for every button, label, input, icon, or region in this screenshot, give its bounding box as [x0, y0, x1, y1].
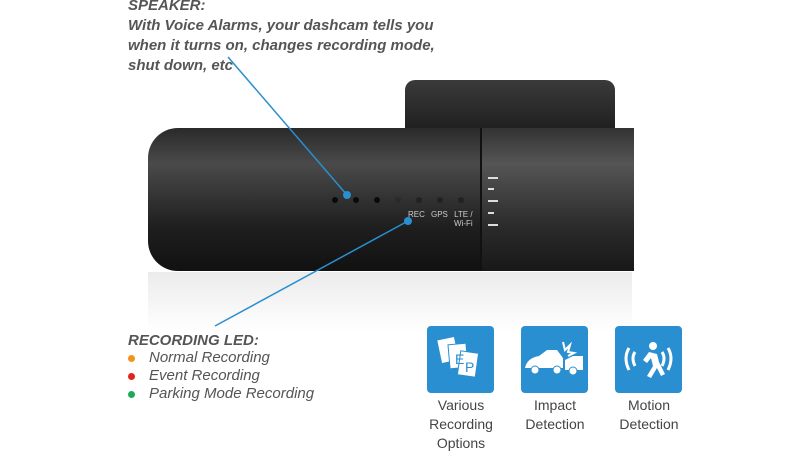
recording-led-title: RECORDING LED:	[128, 332, 259, 349]
impact-detection-icon	[521, 326, 588, 393]
motion-detection-icon	[615, 326, 682, 393]
dashcam-lens-cap	[480, 128, 634, 271]
speaker-line: when it turns on, changes recording mode…	[128, 37, 435, 54]
led-gps	[416, 197, 422, 203]
orange-dot-icon	[128, 354, 135, 362]
speaker-line: With Voice Alarms, your dashcam tells yo…	[128, 17, 434, 34]
wifi-label: Wi-Fi	[454, 219, 473, 228]
speaker-callout: SPEAKER: With Voice Alarms, your dashcam…	[128, 0, 435, 76]
reflection	[148, 272, 632, 332]
red-dot-icon	[128, 372, 135, 380]
label-line: Detection	[525, 416, 585, 432]
legend-normal: Normal Recording	[128, 349, 270, 366]
cap-tick	[488, 188, 494, 190]
dashcam-body	[148, 128, 482, 271]
svg-text:E: E	[455, 351, 464, 367]
lte-label: LTE /	[454, 210, 473, 219]
led-pointer-dot	[404, 217, 412, 225]
led-rec	[395, 197, 401, 203]
speaker-title: SPEAKER:	[128, 0, 206, 14]
legend-label: Parking Mode Recording	[149, 385, 315, 402]
speaker-pointer-dot	[343, 191, 351, 199]
legend-event: Event Recording	[128, 367, 260, 384]
legend-label: Normal Recording	[149, 349, 270, 366]
led-wifi	[458, 197, 464, 203]
legend-parking: Parking Mode Recording	[128, 385, 314, 402]
lte-wifi-label: LTE /Wi-Fi	[454, 210, 473, 228]
cap-tick	[488, 200, 498, 202]
green-dot-icon	[128, 390, 135, 398]
cap-tick	[488, 177, 498, 179]
speaker-line: shut down, etc	[128, 57, 233, 74]
cap-tick	[488, 224, 498, 226]
speaker-hole	[353, 197, 359, 203]
label-line: Various	[437, 397, 485, 413]
label-line: Motion	[627, 397, 671, 413]
speaker-pointer	[227, 56, 348, 196]
label-line: Recording	[429, 416, 493, 432]
cap-tick	[488, 212, 494, 214]
led-pointer	[214, 220, 409, 327]
rec-label: REC	[408, 210, 425, 219]
speaker-hole	[374, 197, 380, 203]
legend-label: Event Recording	[149, 367, 260, 384]
led-lte	[437, 197, 443, 203]
label-line: Options	[436, 435, 486, 451]
label-line: Detection	[619, 416, 679, 432]
gps-label: GPS	[431, 210, 448, 219]
svg-text:P: P	[465, 359, 474, 375]
label-line: Impact	[533, 397, 576, 413]
speaker-hole	[332, 197, 338, 203]
